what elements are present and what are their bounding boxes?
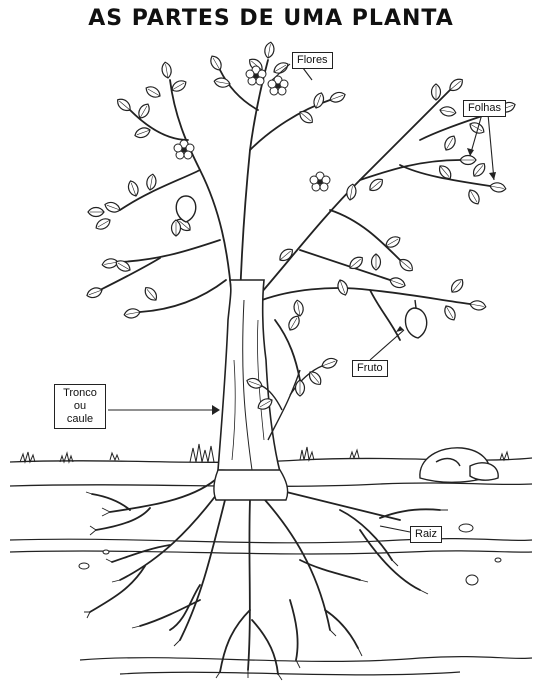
- label-tronco-ou-caule: Tronco ou caule: [54, 384, 106, 429]
- soil-layers: [10, 539, 532, 675]
- label-tronco-line-1: Tronco: [59, 387, 101, 400]
- trunk: [218, 280, 280, 472]
- label-folhas: Folhas: [463, 100, 506, 117]
- label-tronco-line-3: caule: [59, 413, 101, 426]
- leaves: [85, 41, 516, 411]
- rock: [420, 448, 498, 482]
- trunk-base: [214, 470, 288, 500]
- roots: [90, 480, 440, 674]
- label-fruto: Fruto: [352, 360, 388, 377]
- label-tronco-line-2: ou: [59, 400, 101, 413]
- label-flores: Flores: [292, 52, 333, 69]
- root-hairs: [84, 492, 448, 680]
- branches: [100, 60, 500, 380]
- fruits: [176, 196, 426, 338]
- label-raiz: Raiz: [410, 526, 442, 543]
